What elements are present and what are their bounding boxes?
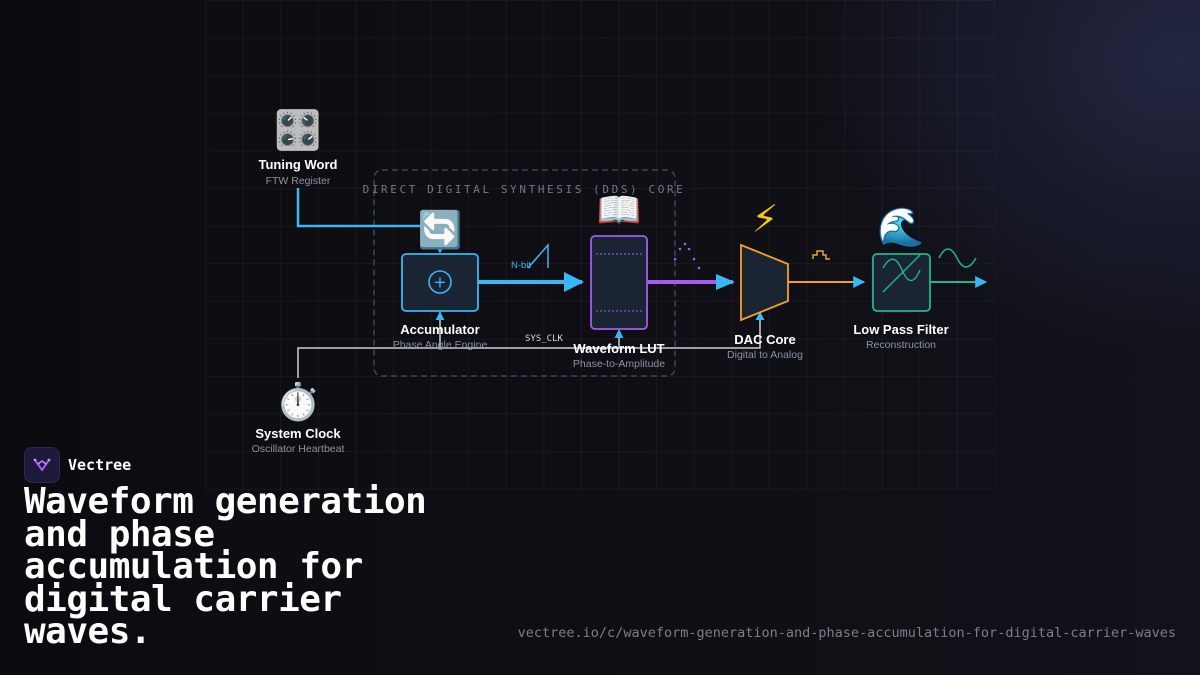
low-pass-filter-subtitle: Reconstruction — [866, 339, 936, 351]
dac-core-shape — [740, 243, 789, 322]
filter-wave-icon — [882, 258, 921, 282]
filter-diagonal — [882, 254, 921, 293]
page-url[interactable]: vectree.io/c/waveform-generation-and-pha… — [517, 625, 1176, 641]
staircase-icon — [812, 250, 830, 260]
brand: Vectree — [24, 447, 131, 483]
refresh-arrows-icon: 🔄 — [418, 209, 463, 251]
accumulator-subtitle: Phase Angle Engine — [393, 339, 488, 351]
adder-symbol: + — [433, 273, 446, 292]
tuning-word-connector — [296, 188, 448, 254]
nbit-label: N-bit — [511, 260, 531, 271]
system-clock-title: System Clock — [255, 426, 341, 441]
wave-icon: 🌊 — [877, 205, 924, 249]
amplitude-bus-arrowhead — [716, 274, 735, 290]
control-knobs-icon: 🎛️ — [274, 108, 321, 152]
adder-circle — [428, 270, 452, 294]
sys-clk-label: SYS_CLK — [525, 334, 564, 344]
accumulator-title: Accumulator — [400, 322, 479, 337]
waveform-lut-title: Waveform LUT — [573, 341, 664, 356]
lightning-icon: ⚡ — [752, 197, 779, 241]
sawtooth-icon — [527, 242, 549, 269]
low-pass-filter-box — [872, 253, 931, 312]
stopwatch-icon: ⏱️ — [276, 381, 321, 423]
low-pass-filter-title: Low Pass Filter — [853, 322, 948, 337]
dds-core-label: DIRECT DIGITAL SYNTHESIS (DDS) CORE — [363, 183, 686, 196]
accumulator-box — [401, 253, 479, 312]
clock-bus-line — [297, 311, 765, 378]
sample-dots-icon — [673, 242, 701, 270]
tuning-word-title: Tuning Word — [259, 157, 338, 172]
headline: Waveform generation and phase accumulati… — [24, 481, 427, 652]
vectree-logo-icon — [24, 447, 60, 483]
waveform-lut-box — [590, 235, 648, 330]
system-clock-subtitle: Oscillator Heartbeat — [252, 443, 345, 455]
dds-core-boundary — [373, 169, 676, 377]
tuning-word-subtitle: FTW Register — [266, 175, 331, 187]
dac-core-title: DAC Core — [734, 332, 795, 347]
dac-core-subtitle: Digital to Analog — [727, 349, 803, 361]
open-book-icon: 📖 — [597, 190, 642, 231]
brand-name: Vectree — [68, 456, 132, 474]
waveform-lut-subtitle: Phase-to-Amplitude — [573, 358, 665, 370]
sine-output-icon — [938, 248, 977, 268]
